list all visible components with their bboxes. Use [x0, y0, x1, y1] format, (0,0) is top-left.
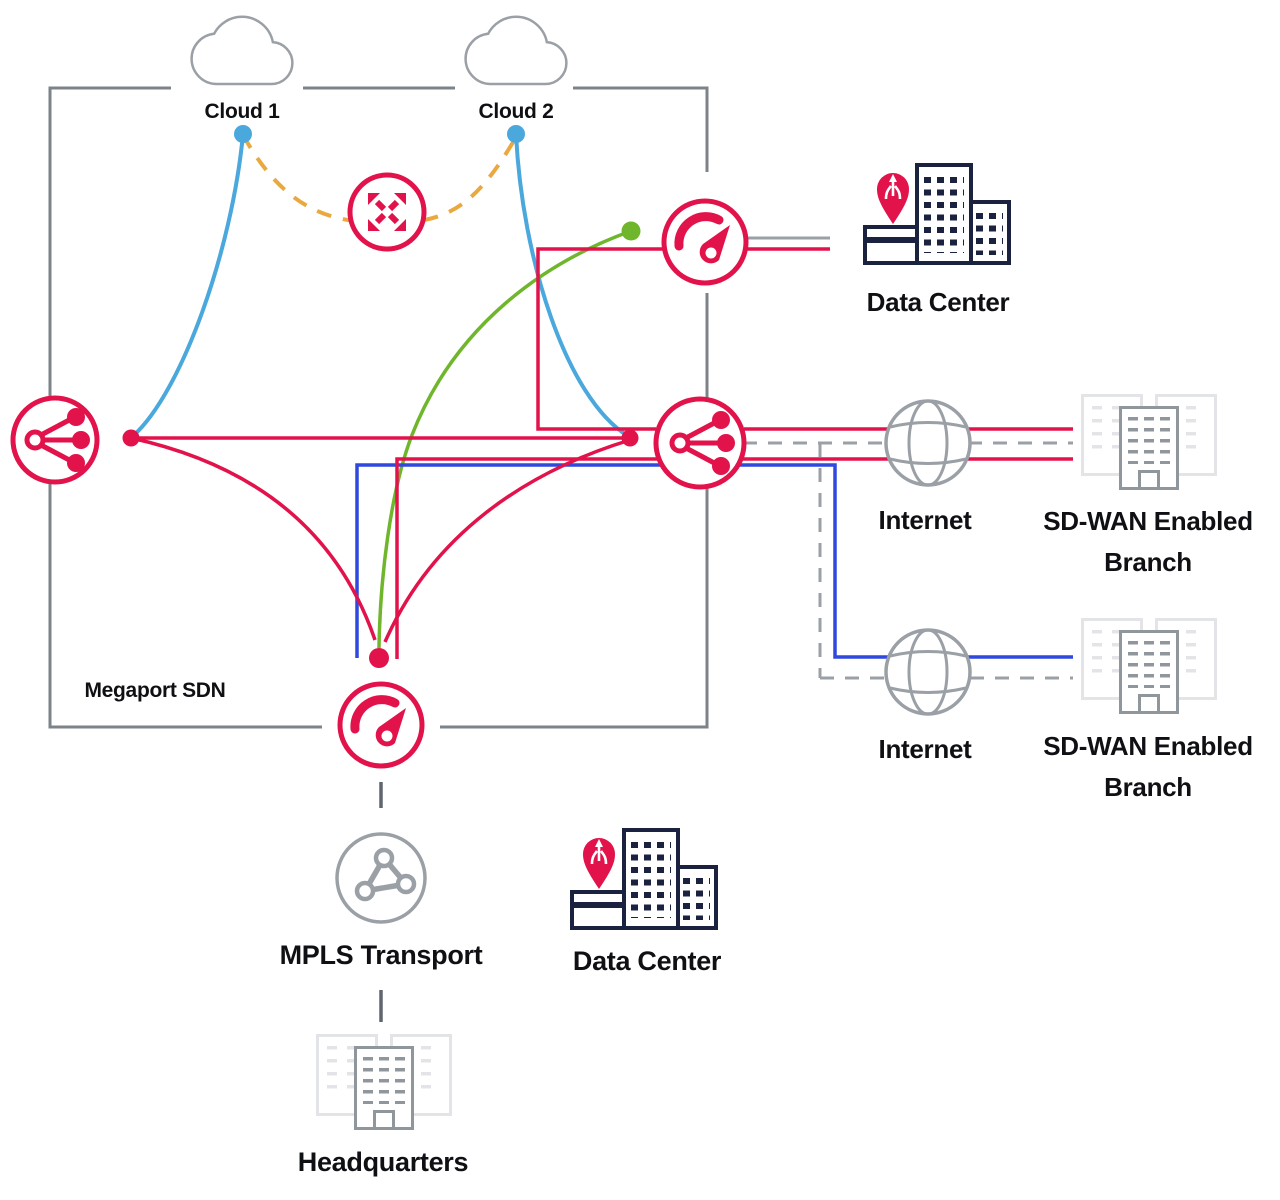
- wire-cloud1-curve: [131, 133, 245, 438]
- office-building-icon: [1081, 392, 1217, 490]
- cloud-icon: [466, 17, 567, 84]
- office-building-icon: [1081, 616, 1217, 714]
- cloud1-endpoint-dot: [234, 125, 252, 143]
- branch-top-label-line2: Branch: [1104, 547, 1192, 577]
- datacenter-top-label: Data Center: [866, 287, 1010, 317]
- cloud2-endpoint-dot: [507, 125, 525, 143]
- left-junction-dot: [122, 429, 140, 447]
- wire-green-curve: [377, 229, 632, 649]
- wire-red-swoosh-right: [383, 438, 631, 643]
- datacenter-bottom-label: Data Center: [572, 946, 722, 976]
- internet-top-label: Internet: [878, 505, 972, 535]
- network-hub-icon: [653, 396, 747, 490]
- cloud-icon: [192, 17, 293, 84]
- headquarters-label: Headquarters: [297, 1147, 469, 1177]
- wire-red-bottom-elbow: [395, 457, 1073, 659]
- bottom-junction-dot: [369, 648, 389, 668]
- internet-globe-icon: [884, 628, 972, 716]
- network-hub-icon: [10, 395, 100, 485]
- mpls-network-icon: [335, 832, 427, 924]
- branch-bottom-label-line1: SD-WAN Enabled: [1043, 731, 1253, 761]
- location-pin-icon: [583, 838, 615, 889]
- location-pin-icon: [877, 173, 909, 224]
- green-endpoint-dot: [621, 221, 641, 241]
- mpls-label: MPLS Transport: [279, 940, 483, 970]
- branch-bottom-label: SD-WAN Enabled Branch: [1043, 726, 1253, 808]
- sdn-box-label: Megaport SDN: [84, 679, 226, 702]
- cloud1-label: Cloud 1: [204, 100, 280, 123]
- branch-top-label: SD-WAN Enabled Branch: [1043, 501, 1253, 583]
- exchange-icon: [347, 172, 427, 252]
- speedometer-icon: [661, 198, 749, 286]
- wire-red-speedo-elbow: [536, 247, 664, 431]
- speedometer-icon: [337, 681, 425, 769]
- wire-cloud-to-cloud-dashed: [241, 134, 518, 226]
- branch-bottom-label-line2: Branch: [1104, 772, 1192, 802]
- right-junction-dot: [621, 429, 639, 447]
- office-building-icon: [316, 1032, 452, 1130]
- wire-red-swoosh-left: [130, 436, 377, 641]
- internet-bottom-label: Internet: [878, 734, 972, 764]
- internet-globe-icon: [884, 399, 972, 487]
- datacenter-building-icon: [570, 828, 720, 930]
- datacenter-building-icon: [863, 163, 1013, 265]
- wire-cloud2-curve: [514, 133, 630, 438]
- cloud2-label: Cloud 2: [478, 100, 554, 123]
- wire-blue-sdwan-path: [355, 463, 1073, 659]
- branch-top-label-line1: SD-WAN Enabled: [1043, 506, 1253, 536]
